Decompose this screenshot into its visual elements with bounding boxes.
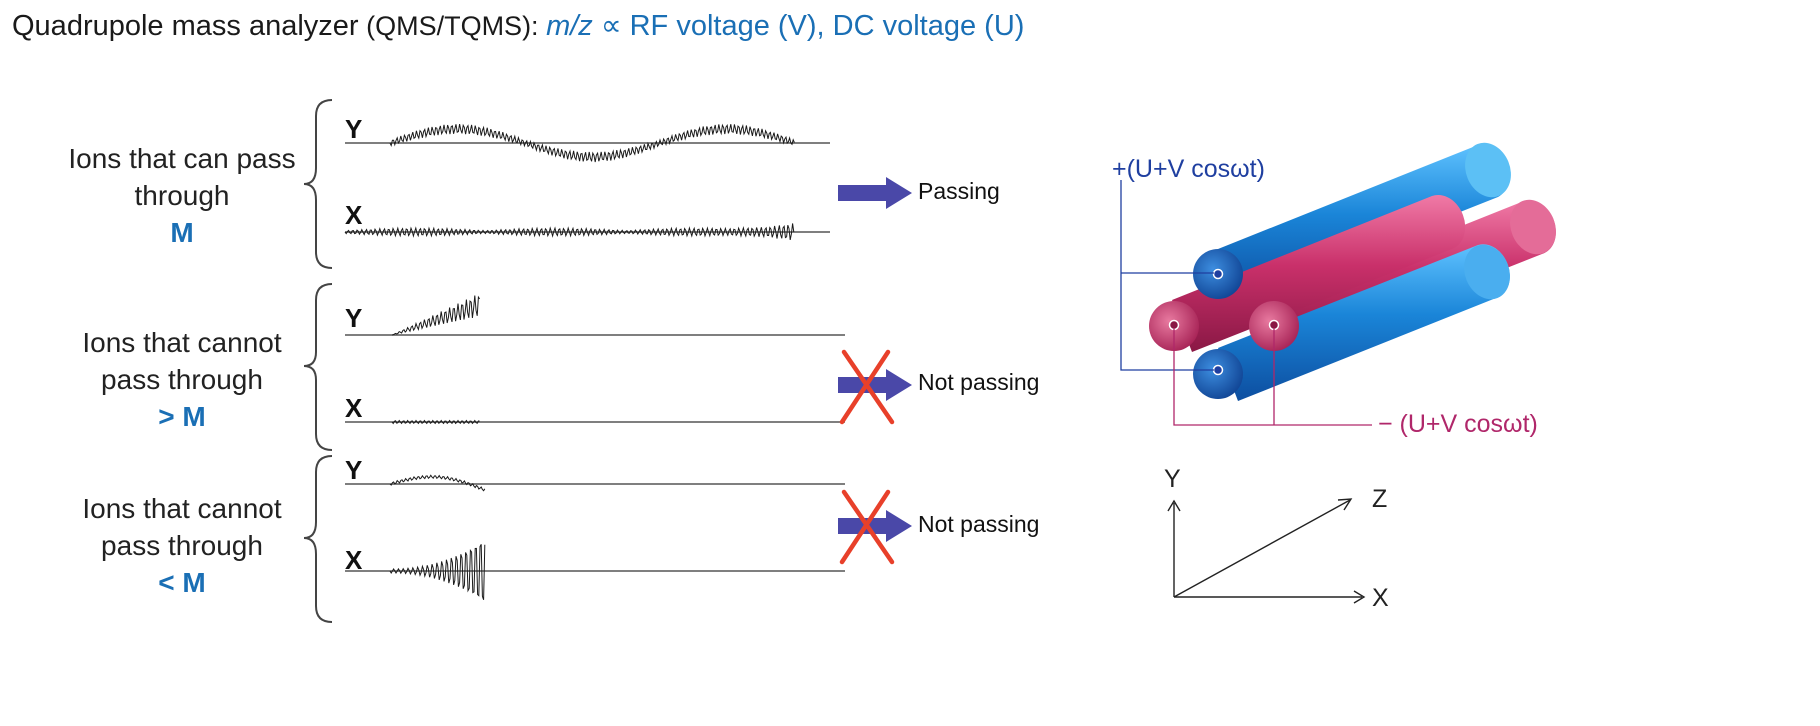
group-less-line1: Ions that cannot (82, 493, 282, 524)
brace-group (303, 99, 333, 623)
baselines (345, 142, 845, 572)
brace-less (303, 455, 333, 623)
group-pass-line2: through (134, 180, 230, 211)
axis-y-1: Y (345, 114, 363, 144)
group-greater-mass: > M (158, 401, 206, 432)
page-title: Quadrupole mass analyzer (QMS/TQMS): m/z… (12, 8, 1024, 43)
title-paren: (QMS/TQMS): (358, 11, 547, 41)
coord-y-label: Y (1164, 465, 1181, 493)
title-main: Quadrupole mass analyzer (12, 10, 359, 42)
trace-y-greater (391, 295, 481, 336)
brace-pass (303, 99, 333, 269)
crosses (839, 349, 895, 565)
group-less-mass: < M (158, 567, 206, 598)
arrow-not-passing-1 (838, 369, 912, 401)
group-label-pass: Ions that can pass through M (52, 140, 312, 251)
axis-x-3: X (345, 545, 363, 575)
result-passing: Passing (918, 178, 1000, 204)
title-relation: ∝ RF voltage (V), DC voltage (U) (592, 10, 1025, 42)
group-label-less: Ions that cannot pass through < M (52, 490, 312, 601)
axis-y-3: Y (345, 455, 363, 485)
group-less-line2: pass through (101, 530, 263, 561)
coord-z-label: Z (1372, 485, 1388, 513)
arrows (838, 177, 912, 542)
arrow-passing (838, 177, 912, 209)
quadrupole-rods (1149, 142, 1556, 401)
axis-y-2: Y (345, 303, 363, 333)
group-label-greater: Ions that cannot pass through > M (52, 324, 312, 435)
arrow-not-passing-2 (838, 510, 912, 542)
group-greater-line2: pass through (101, 364, 263, 395)
trace-y-less (389, 474, 486, 492)
result-not-passing-1: Not passing (918, 369, 1040, 395)
rod-magenta-front (1172, 194, 1466, 352)
group-pass-line1: Ions that can pass (68, 143, 296, 174)
plus-formula: +(U+V cosωt) (1112, 155, 1265, 183)
ion-trajectories (344, 123, 795, 600)
brace-greater (303, 283, 333, 451)
minus-formula: − (U+V cosωt) (1378, 410, 1538, 438)
cross-icon (839, 489, 895, 565)
group-pass-mass: M (170, 217, 194, 248)
title-mz: m/z (546, 10, 593, 42)
trace-x-greater (391, 419, 480, 425)
trace-x-pass (344, 223, 795, 240)
coord-x-label: X (1372, 584, 1389, 612)
result-not-passing-2: Not passing (918, 511, 1040, 537)
trace-y-pass (389, 123, 795, 163)
coordinate-axes (1167, 498, 1366, 604)
cross-icon (839, 349, 895, 425)
trace-x-less (389, 544, 486, 600)
rod-blue-bottom (1218, 244, 1510, 401)
wiring (1120, 180, 1372, 426)
group-greater-line1: Ions that cannot (82, 327, 282, 358)
axis-x-1: X (345, 200, 363, 230)
axis-x-2: X (345, 393, 363, 423)
